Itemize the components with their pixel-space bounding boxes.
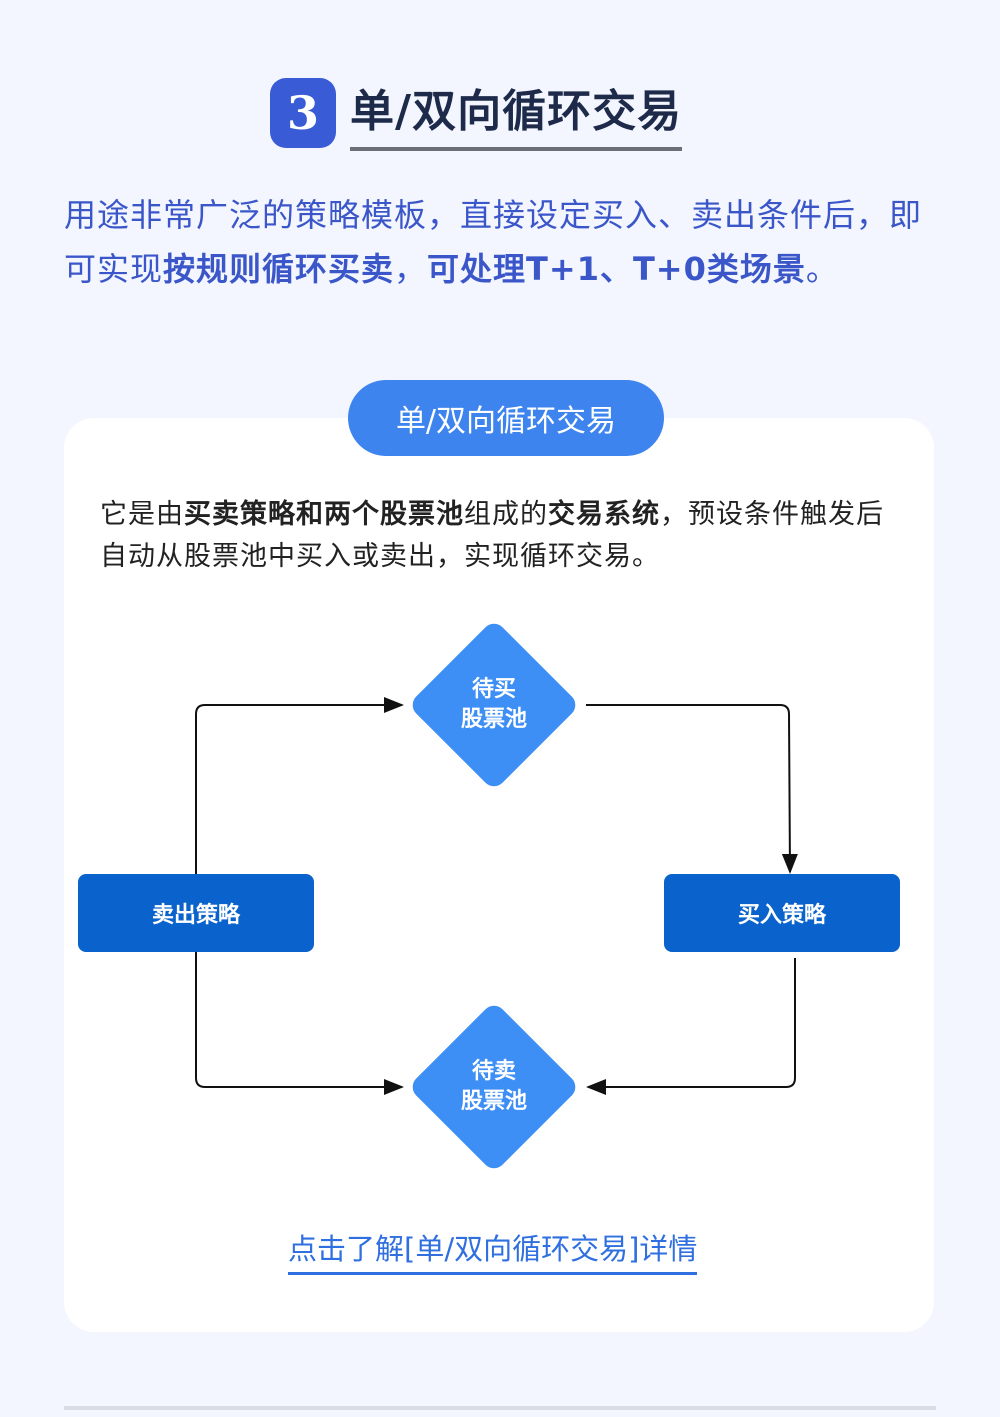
box-sell-strategy <box>78 874 314 952</box>
card-description: 它是由买卖策略和两个股票池组成的交易系统，预设条件触发后自动从股票池中买入或卖出… <box>100 494 910 578</box>
intro-text-part: 用途非常广泛的策略模板，直接设定买入、卖出条件后，即可实现 <box>64 196 923 288</box>
arrow-buypool-to-buy <box>586 704 798 874</box>
buy-strategy-label: 买入策略 <box>737 903 826 928</box>
arrow-buy-to-sellpool <box>586 958 796 1095</box>
desc-bold: 买卖策略和两个股票池 <box>184 499 464 530</box>
section-header: 3 单/双向循环交易 <box>270 75 683 151</box>
desc-part: ，预设条件触发后自动从股票池中买入或卖出，实现循环交易。 <box>100 499 884 572</box>
arrow-sell-to-buypool <box>195 697 404 874</box>
section-title: 单/双向循环交易 <box>350 75 683 151</box>
details-link[interactable]: 点击了解[单/双向循环交易]详情 <box>288 1226 698 1275</box>
card-title-pill: 单/双向循环交易 <box>348 380 664 456</box>
intro-text-part: ， <box>394 250 428 288</box>
arrow-sell-to-sellpool <box>195 952 404 1095</box>
sell-pool-label: 待卖 股票池 <box>460 1059 527 1114</box>
desc-part: 组成的 <box>464 499 548 530</box>
box-buy-strategy <box>664 874 900 952</box>
desc-bold: 交易系统 <box>548 499 660 530</box>
buy-pool-label: 待买 股票池 <box>460 677 527 732</box>
intro-text-part: 。 <box>805 250 839 288</box>
sell-strategy-label: 卖出策略 <box>151 903 240 928</box>
section-number-badge: 3 <box>270 78 336 148</box>
diamond-buy-pool <box>412 623 576 787</box>
diamond-sell-pool <box>412 1005 576 1169</box>
intro-bold: 按规则循环买卖 <box>163 250 395 288</box>
intro-text: 用途非常广泛的策略模板，直接设定买入、卖出条件后，即可实现按规则循环买卖，可处理… <box>64 188 934 296</box>
intro-bold: 可处理T+1、T+0类场景 <box>427 250 806 288</box>
bottom-divider <box>64 1406 936 1410</box>
desc-part: 它是由 <box>100 499 184 530</box>
